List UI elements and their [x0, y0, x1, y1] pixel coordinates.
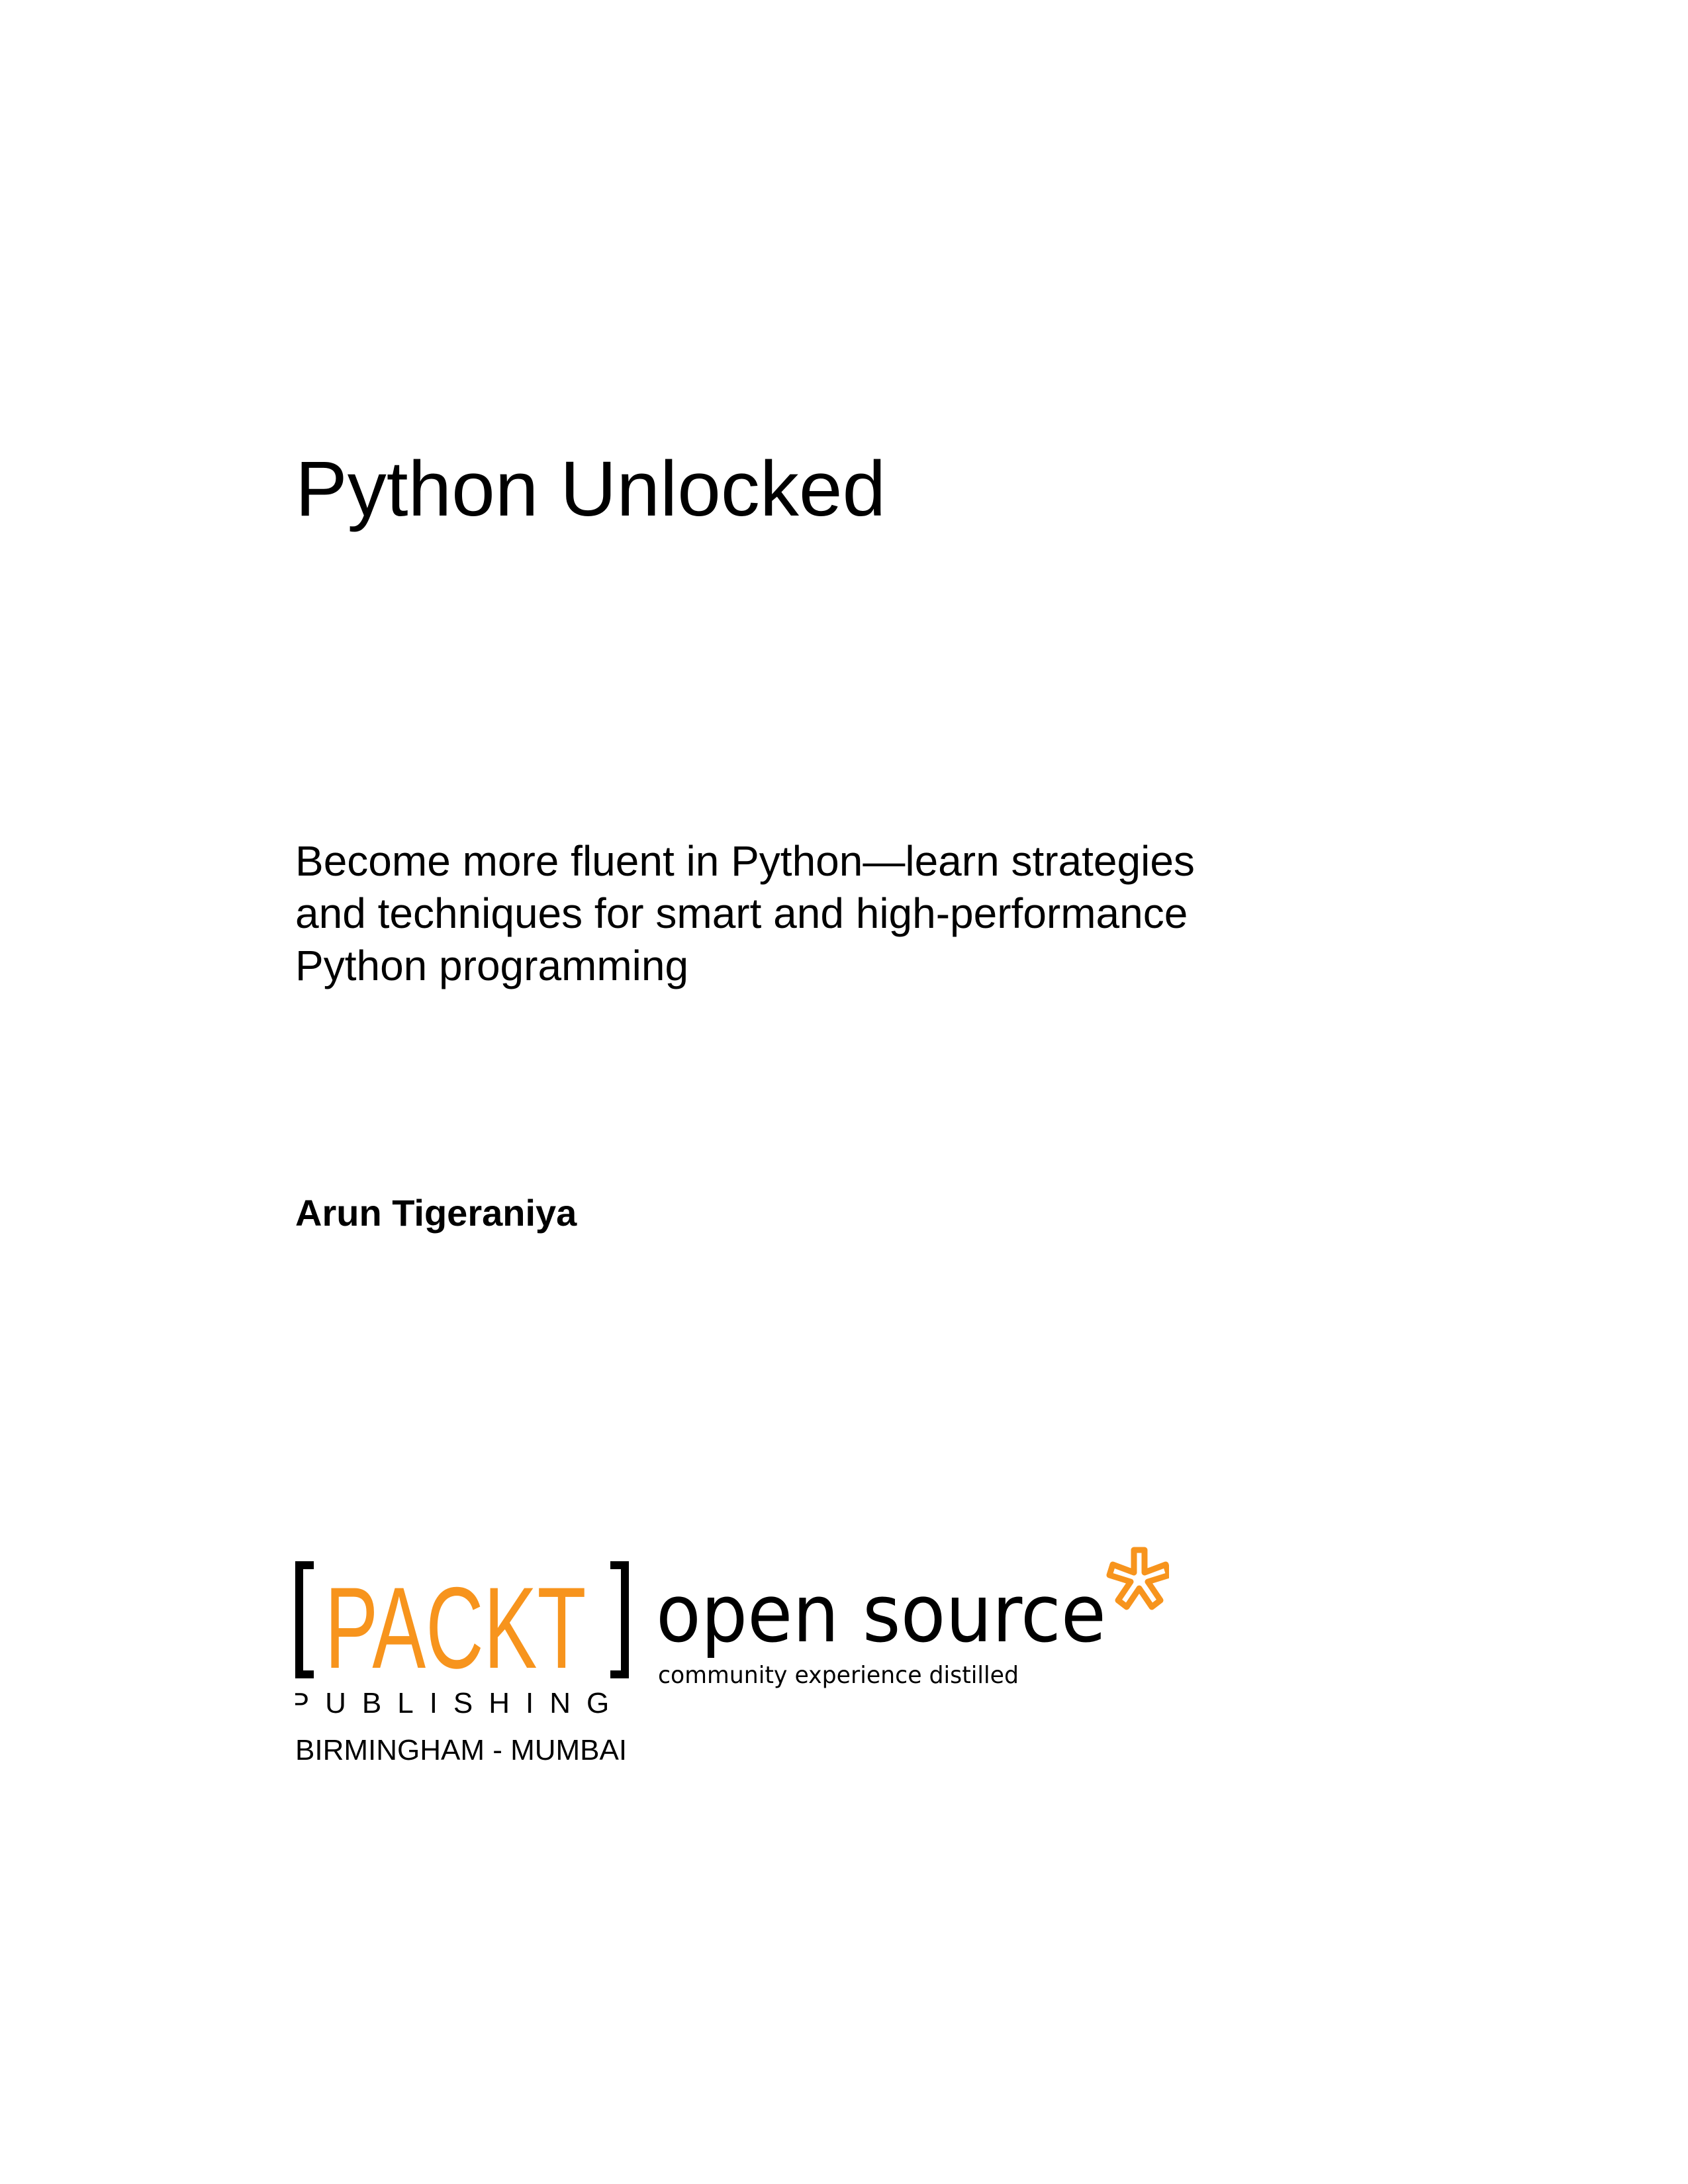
packt-wordmark: PACKT — [325, 1564, 586, 1693]
imprint-name: open source — [656, 1569, 1106, 1661]
subtitle-line: Become more fluent in Python—learn strat… — [295, 837, 1195, 885]
asterisk-icon — [1106, 1547, 1169, 1610]
right-bracket-icon — [610, 1561, 629, 1678]
publishing-wordmark: PUBLISHING — [295, 1687, 625, 1719]
subtitle-line: Python programming — [295, 942, 689, 989]
author-name: Arun Tigeraniya — [295, 1192, 577, 1234]
left-bracket-icon — [295, 1561, 314, 1678]
subtitle-line: and techniques for smart and high-perfor… — [295, 889, 1188, 937]
book-title: Python Unlocked — [295, 445, 886, 533]
publisher-location: BIRMINGHAM - MUMBAI — [295, 1734, 628, 1766]
book-subtitle: Become more fluent in Python—learn strat… — [295, 835, 1354, 992]
packt-open-source-logo: PACKT PUBLISHING open source community e… — [295, 1547, 1169, 1719]
imprint-tagline: community experience distilled — [658, 1662, 1019, 1689]
